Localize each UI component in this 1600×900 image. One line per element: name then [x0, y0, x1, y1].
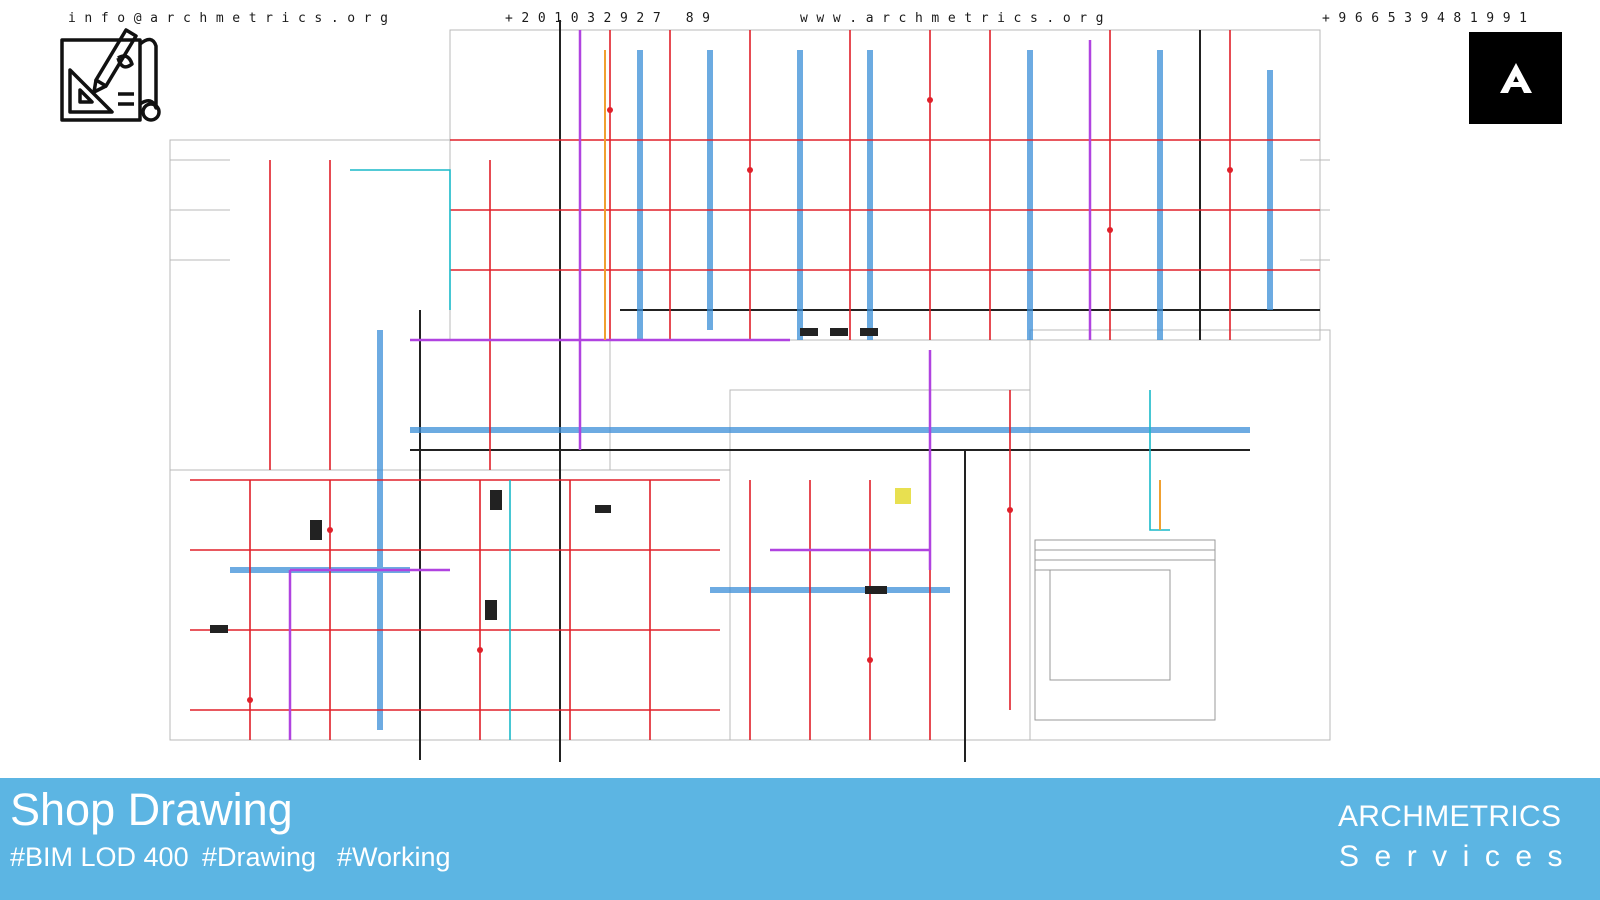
brand-name: ARCHMETRICS: [1338, 800, 1562, 833]
tag-drawing[interactable]: #Drawing: [202, 842, 317, 872]
dark-structure: [410, 20, 1320, 762]
blueprint-drafting-icon: [60, 28, 161, 122]
brand-subtitle: Services: [1339, 840, 1579, 873]
phone-number-1[interactable]: +201032927 89: [505, 11, 719, 26]
tag-bim-lod[interactable]: #BIM LOD 400: [10, 842, 189, 872]
bottom-banner: Shop Drawing #BIM LOD 400 #Drawing #Work…: [0, 778, 1600, 900]
a-letter-logo-icon: [1499, 63, 1532, 93]
pipe-cyan: [350, 169, 1170, 740]
yellow-fixture: [895, 488, 911, 504]
email-text[interactable]: info@archmetrics.org: [68, 11, 397, 26]
archmetrics-logo: [1469, 32, 1562, 124]
duct-blue: [230, 50, 1273, 730]
pipe-red: [190, 30, 1320, 740]
website-link[interactable]: www.archmetrics.org: [800, 11, 1113, 26]
tag-working[interactable]: #Working: [337, 842, 451, 872]
pipe-orange: [604, 50, 1161, 530]
phone-number-2[interactable]: +966539481991: [1322, 11, 1536, 26]
equipment-symbols: [210, 328, 887, 633]
mep-shop-drawing: [169, 20, 1331, 762]
pipe-magenta: [288, 30, 1092, 740]
stair-and-void: [1034, 539, 1216, 721]
valve-markers: [247, 97, 1233, 703]
banner-title: Shop Drawing: [10, 784, 293, 835]
